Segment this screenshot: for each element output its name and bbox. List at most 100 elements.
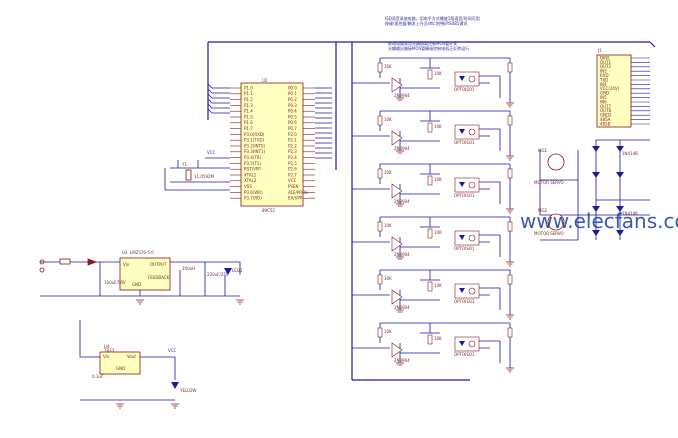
connector-pin-label: IN3 [600,69,607,74]
connector-pin-label: OUT1 [600,60,612,65]
mcu-right-pins: P0.0P0.1P0.2P0.3P0.4P0.5P0.6P0.7P2.0P2.1… [288,85,315,201]
note-line-4: 光耦输出端接MOS管栅极控制电机正反转运行 [388,45,469,51]
mcu-pin-label: ALE/PROG [288,190,308,195]
connector-pin-label: 485A [600,117,611,122]
ground-symbol [116,403,124,409]
mcu-pin-label: P1.5 [244,114,253,119]
motor2-label: MOTOR SERVO [534,231,564,236]
resistor-label: 10K [384,170,392,175]
transistor-label: 2N3904 [394,358,410,363]
driver-channel: OPTOISO1 2N3904 10K 10K [352,110,514,161]
resistor-label: 10K [434,283,442,288]
mcu-pin-label: P0.7 [288,126,297,131]
led1-label: LED1 [232,268,243,273]
mcu-pin-label: RST/VPP [244,167,261,172]
resistor-label: 10K [384,117,392,122]
optocoupler-label: OPTOISO1 [454,87,475,92]
ground-symbol [236,299,244,305]
mcu-pin-label: P1.4 [244,109,253,114]
mcu-pin-label: P2.3 [288,149,297,154]
optocoupler-label: OPTOISO1 [454,352,475,357]
regulator-lm2576: U3 LM2576-5.0 Vin OUTPUT FEEDBACK GND [119,250,171,291]
connector-pin-label: RXD [600,73,609,78]
mcu-pin-label: P0.6 [288,120,297,125]
mcu-pin-label: P2.1 [288,138,297,143]
mcu-pin-label: P1.3 [244,103,253,108]
mcu-pin-label: P0.0 [288,85,297,90]
mcu-pin-label: P3.2(INT0) [244,143,265,148]
mcu-pin-label: P3.0(RXD) [244,132,265,137]
svg-text:7833: 7833 [104,348,115,353]
mcu-left-pins: P1.0P1.1P1.2P1.3P1.4P1.5P1.6P1.7P3.0(RXD… [230,85,265,201]
mcu-pin-label: P1.6 [244,120,253,125]
crystal-label: 11.0592M [194,174,215,179]
mcu-pin-label: P3.7(RD) [244,196,262,201]
inductor-label: 100uH [182,266,195,271]
connector-pin-label: DIR0 [600,55,610,60]
svg-text:U4: U4 [104,344,110,349]
mcu-pin-label: XTAL2 [244,178,257,183]
mcu-pin-label: P3.4(T0) [244,155,261,160]
svg-text:Vout: Vout [127,354,136,359]
connector-pin-label: IN5 [600,95,607,100]
transistor-label: 2N3904 [394,305,410,310]
mcu-pin-label: P2.6 [288,167,297,172]
resistor-label: 10K [434,230,442,235]
ground-symbol [136,299,144,305]
resistor-label: 10K [434,124,442,129]
mcu-89c52: U2 89C52 P1.0P1.1P1.2P1.3P1.4P1.5P1.6P1.… [230,78,315,213]
resistor-label: 10K [384,276,392,281]
mcu-pin-label: P0.1 [288,91,297,96]
mcu-pin-label: P1.0 [244,85,253,90]
resistor-label: 10K [384,223,392,228]
transistor-label: 2N3904 [394,93,410,98]
cap-in-label: 100uF/50V [104,280,126,285]
mcu-pin-label: VCC [288,178,297,183]
mcu-pin-label: P2.5 [288,161,297,166]
optocoupler-label: OPTOISO1 [454,140,475,145]
resistor-label: 10K [384,329,392,334]
diode-label-2: 1N4148 [622,211,638,216]
mcu-pin-label: P0.5 [288,114,297,119]
diode-label-1: 1N4148 [622,151,638,156]
mcu-pin-label: P2.0 [288,132,297,137]
transistor-label: 2N3904 [394,199,410,204]
optocoupler-label: OPTOISO1 [454,193,475,198]
mcu-pin-label: P1.1 [244,91,253,96]
power-jack [39,258,98,273]
connector-pin-label: VCC(24V) [600,86,620,91]
cap-out-label: 220uF/25V [207,272,229,277]
power-wires [40,261,241,401]
mcu-vcc-label: VCC [207,150,216,155]
connector-pin-label: OUT7 [600,104,612,109]
mcu-right-wires [315,87,332,159]
mcu-ref: U2 [262,78,268,83]
mcu-pin-label: P0.4 [288,109,297,114]
mcu-pin-label: VSS [244,184,252,189]
transistor-label: 2N3904 [394,146,410,151]
reg2-vcc-label: VCC [168,348,177,353]
mcu-pin-label: P1.2 [244,97,253,102]
svg-text:LM2576-5.0: LM2576-5.0 [130,250,154,255]
connector-pin-label: OUT8 [600,108,612,113]
mcu-pin-label: P2.7 [288,172,297,177]
regulator-7833: U4 7833 Vin Vout GND [99,344,141,375]
resistor-label: 10K [384,64,392,69]
mcu-pin-label: P1.7 [244,126,253,131]
mcu-pin-label: P0.3 [288,103,297,108]
motor-bridge [539,139,650,241]
resistor-label: 10K [434,71,442,76]
svg-text:GND: GND [132,282,141,287]
svg-text:Vin: Vin [123,262,130,267]
connector-pin-label: IN6 [600,99,607,104]
svg-text:GND: GND [116,366,125,371]
driver-channels: OPTOISO1 2N3904 10K 10K OPTOISO1 2N3904 10K 10K… [352,57,514,373]
motor2-ref: MG2 [538,208,548,213]
connector-pin-label: TXD [599,77,608,82]
main-bus [207,41,656,381]
crystal-ref: Y1 [181,162,187,167]
